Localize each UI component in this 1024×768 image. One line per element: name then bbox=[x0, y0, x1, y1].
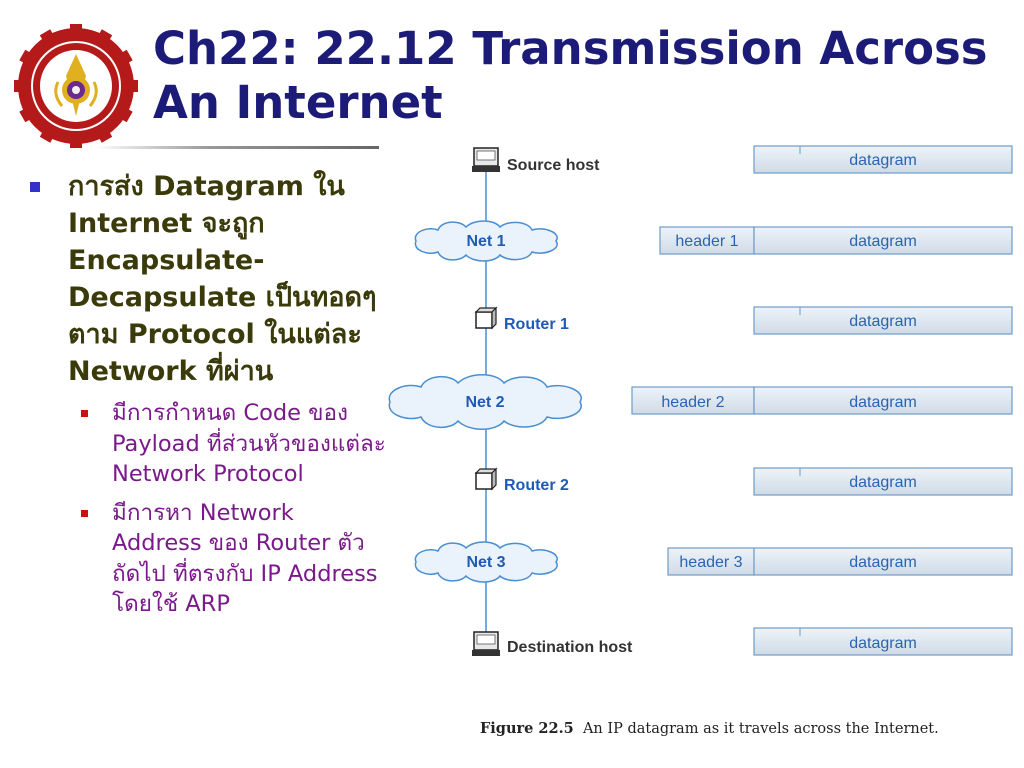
datagram-label: datagram bbox=[849, 635, 917, 652]
main-bullet: การส่ง Datagram ใน Internet จะถูก Encaps… bbox=[28, 168, 388, 390]
sub-bullet-square-icon bbox=[81, 410, 88, 417]
title-line-1: Ch22: 22.12 Transmission Across bbox=[153, 22, 988, 75]
sub-bullet-text: มีการกำหนด Code ของ Payload ที่ส่วนหัวขอ… bbox=[112, 400, 386, 487]
net3-cloud-icon bbox=[414, 541, 558, 583]
packet-row-router1: datagram bbox=[753, 306, 1013, 335]
router1-label: Router 1 bbox=[504, 316, 569, 333]
router2-label: Router 2 bbox=[504, 477, 569, 494]
title-line-2: An Internet bbox=[153, 76, 443, 129]
packet-row-net3: header 3 datagram bbox=[667, 547, 1013, 576]
packet-row-net2: header 2 datagram bbox=[631, 386, 1013, 415]
figure-caption-label: Figure 22.5 bbox=[480, 720, 574, 737]
figure-caption: Figure 22.5 An IP datagram as it travels… bbox=[480, 720, 939, 737]
net2-label: Net 2 bbox=[465, 394, 504, 411]
header2-label: header 2 bbox=[661, 394, 724, 411]
datagram-label: datagram bbox=[849, 474, 917, 491]
packet-row-source: datagram bbox=[753, 145, 1013, 174]
net1-label: Net 1 bbox=[466, 233, 505, 250]
datagram-diagram: Source host Net 1 Router 1 Net 2 Router … bbox=[388, 145, 1013, 656]
datagram-label: datagram bbox=[849, 394, 917, 411]
page-title: Ch22: 22.12 Transmission Across An Inter… bbox=[153, 22, 988, 130]
sub-bullet: มีการกำหนด Code ของ Payload ที่ส่วนหัวขอ… bbox=[28, 398, 388, 490]
source-host-computer-icon bbox=[472, 147, 500, 172]
figure-caption-text: An IP datagram as it travels across the … bbox=[582, 721, 939, 737]
datagram-label: datagram bbox=[849, 152, 917, 169]
sub-bullet: มีการหา Network Address ของ Router ตัวถั… bbox=[28, 498, 388, 620]
bullet-list: การส่ง Datagram ใน Internet จะถูก Encaps… bbox=[28, 168, 388, 628]
logo-emblem-icon bbox=[54, 54, 98, 116]
datagram-label: datagram bbox=[849, 233, 917, 250]
title-divider bbox=[95, 146, 379, 149]
sub-bullet-list: มีการกำหนด Code ของ Payload ที่ส่วนหัวขอ… bbox=[28, 398, 388, 620]
packet-row-net1: header 1 datagram bbox=[659, 226, 1013, 255]
main-bullet-text: การส่ง Datagram ใน Internet จะถูก Encaps… bbox=[68, 171, 377, 387]
destination-host-computer-icon bbox=[472, 631, 500, 656]
packet-row-router2: datagram bbox=[753, 467, 1013, 496]
packet-row-destination: datagram bbox=[753, 627, 1013, 656]
router1-icon bbox=[474, 306, 498, 330]
sub-bullet-text: มีการหา Network Address ของ Router ตัวถั… bbox=[112, 499, 378, 618]
bullet-square-icon bbox=[30, 182, 40, 192]
datagram-label: datagram bbox=[849, 554, 917, 571]
sub-bullet-square-icon bbox=[81, 509, 88, 517]
datagram-label: datagram bbox=[849, 313, 917, 330]
source-host-label: Source host bbox=[507, 157, 600, 174]
department-logo bbox=[14, 24, 138, 148]
header3-label: header 3 bbox=[679, 554, 742, 571]
router2-icon bbox=[474, 467, 498, 491]
header1-label: header 1 bbox=[675, 233, 738, 250]
net2-cloud-icon bbox=[388, 374, 582, 430]
net1-cloud-icon bbox=[414, 220, 558, 262]
destination-host-label: Destination host bbox=[507, 639, 633, 656]
net3-label: Net 3 bbox=[466, 554, 505, 571]
